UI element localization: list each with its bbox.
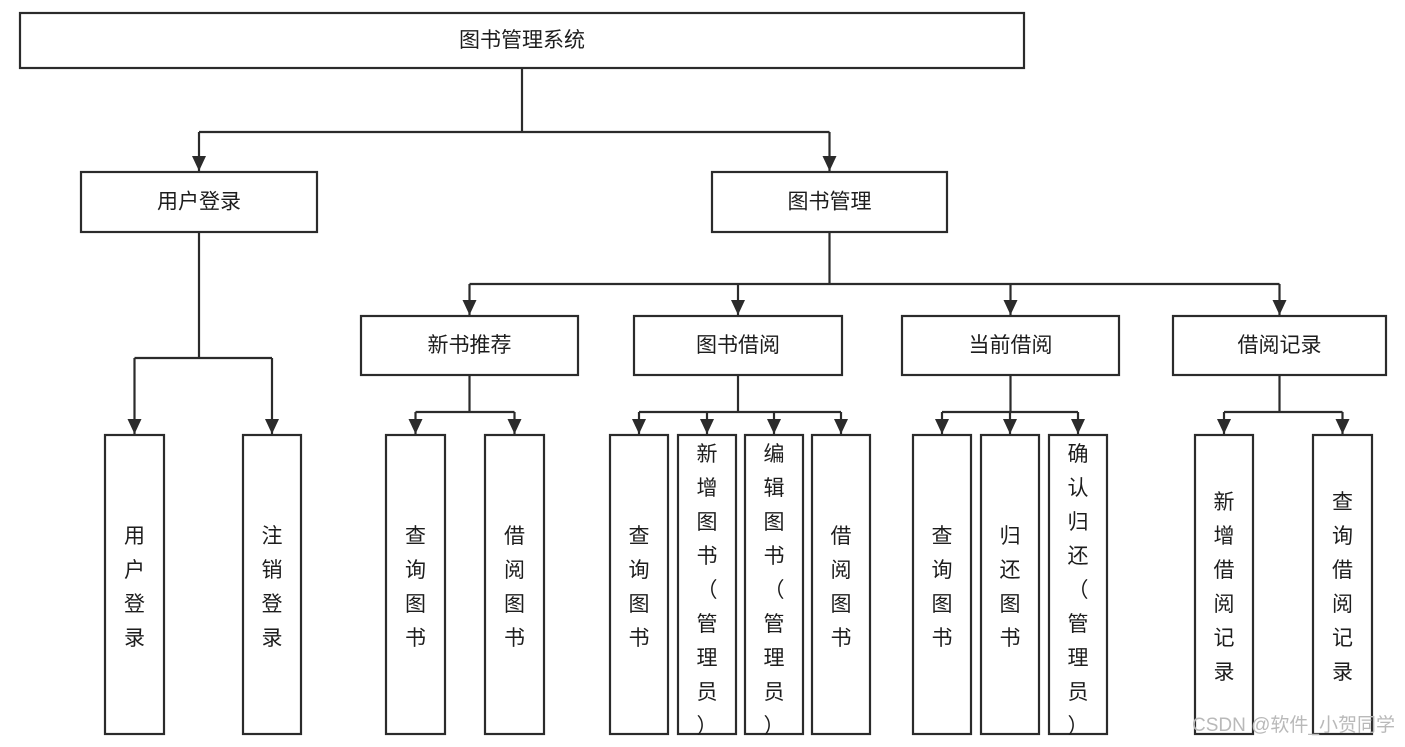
node-boxes-layer: 图书管理系统用户登录图书管理新书推荐图书借阅当前借阅借阅记录用户登录注销登录查询…	[18, 11, 1388, 738]
edge-group-book-borrow	[632, 375, 848, 434]
node-label-leaf-query-record: 查询借阅记录	[1332, 491, 1353, 684]
arrow-head-icon	[1003, 419, 1017, 434]
node-label-leaf-query-book-2: 查询图书	[629, 525, 650, 650]
node-leaf-return-book[interactable]: 归还图书	[979, 433, 1041, 736]
node-leaf-edit-book[interactable]: 编辑图书（管理员）	[743, 433, 805, 738]
arrow-head-icon	[700, 419, 714, 434]
node-label-leaf-borrow-book-1: 借阅图书	[504, 525, 525, 650]
node-label-leaf-return-book: 归还图书	[1000, 525, 1021, 650]
node-leaf-borrow-book-2[interactable]: 借阅图书	[810, 433, 872, 736]
node-box-leaf-logout[interactable]	[241, 433, 303, 736]
node-label-leaf-borrow-book-2: 借阅图书	[831, 525, 852, 650]
node-box-leaf-query-record[interactable]	[1311, 433, 1374, 736]
node-leaf-borrow-book-1[interactable]: 借阅图书	[483, 433, 546, 736]
node-box-leaf-borrow-book-1[interactable]	[483, 433, 546, 736]
arrow-head-icon	[767, 419, 781, 434]
node-box-new-book-recommend[interactable]	[359, 314, 580, 377]
node-box-leaf-add-book[interactable]	[676, 433, 738, 736]
arrow-head-icon	[632, 419, 646, 434]
edge-group-new-book-recommend	[408, 375, 522, 434]
node-label-borrow-records: 借阅记录	[1238, 334, 1322, 357]
node-leaf-confirm-return[interactable]: 确认归还（管理员）	[1047, 433, 1109, 738]
node-label-leaf-add-record: 新增借阅记录	[1214, 491, 1235, 684]
node-box-leaf-borrow-book-2[interactable]	[810, 433, 872, 736]
node-label-book-borrow: 图书借阅	[696, 334, 780, 357]
node-label-leaf-user-login: 用户登录	[124, 525, 145, 650]
node-leaf-logout[interactable]: 注销登录	[241, 433, 303, 736]
arrow-head-icon	[834, 419, 848, 434]
node-label-leaf-logout: 注销登录	[262, 525, 283, 650]
node-label-book-management: 图书管理	[788, 191, 872, 214]
arrow-head-icon	[265, 419, 279, 434]
arrow-head-icon	[935, 419, 949, 434]
arrow-head-icon	[822, 156, 837, 171]
node-box-leaf-query-book-1[interactable]	[384, 433, 447, 736]
arrow-head-icon	[1003, 300, 1018, 315]
node-new-book-recommend[interactable]: 新书推荐	[359, 314, 580, 377]
node-box-root[interactable]	[18, 11, 1026, 70]
edge-group-current-borrow	[935, 375, 1085, 434]
node-box-borrow-records[interactable]	[1171, 314, 1388, 377]
node-box-leaf-query-book-3[interactable]	[911, 433, 973, 736]
arrow-head-icon	[507, 419, 522, 434]
node-book-management[interactable]: 图书管理	[710, 170, 949, 234]
node-label-current-borrow: 当前借阅	[969, 334, 1053, 357]
node-current-borrow[interactable]: 当前借阅	[900, 314, 1121, 377]
node-box-book-management[interactable]	[710, 170, 949, 234]
connector-lines-layer	[127, 68, 1350, 434]
node-leaf-add-record[interactable]: 新增借阅记录	[1193, 433, 1255, 736]
node-label-leaf-query-book-3: 查询图书	[932, 525, 953, 650]
node-box-current-borrow[interactable]	[900, 314, 1121, 377]
node-label-root: 图书管理系统	[459, 29, 585, 52]
arrow-head-icon	[731, 300, 745, 315]
csdn-watermark: CSDN @软件_小贺同学	[1192, 714, 1395, 736]
node-leaf-query-book-1[interactable]: 查询图书	[384, 433, 447, 736]
node-box-leaf-return-book[interactable]	[979, 433, 1041, 736]
arrow-head-icon	[1217, 419, 1231, 434]
arrow-head-icon	[1335, 419, 1350, 434]
arrow-head-icon	[462, 300, 477, 315]
edge-group-book-management	[462, 232, 1287, 315]
node-box-leaf-add-record[interactable]	[1193, 433, 1255, 736]
arrow-head-icon	[1272, 300, 1287, 315]
node-box-leaf-edit-book[interactable]	[743, 433, 805, 736]
edge-group-borrow-records	[1217, 375, 1350, 434]
node-box-leaf-query-book-2[interactable]	[608, 433, 670, 736]
node-label-user-login: 用户登录	[157, 191, 241, 214]
node-box-leaf-user-login[interactable]	[103, 433, 166, 736]
node-box-book-borrow[interactable]	[632, 314, 844, 377]
node-user-login[interactable]: 用户登录	[79, 170, 319, 234]
arrow-head-icon	[127, 419, 142, 434]
node-leaf-add-book[interactable]: 新增图书（管理员）	[676, 433, 738, 738]
node-book-borrow[interactable]: 图书借阅	[632, 314, 844, 377]
node-label-leaf-query-book-1: 查询图书	[405, 525, 426, 650]
arrow-head-icon	[192, 156, 206, 171]
node-borrow-records[interactable]: 借阅记录	[1171, 314, 1388, 377]
node-box-leaf-confirm-return[interactable]	[1047, 433, 1109, 736]
arrow-head-icon	[408, 419, 423, 434]
node-leaf-query-record[interactable]: 查询借阅记录	[1311, 433, 1374, 736]
node-root[interactable]: 图书管理系统	[18, 11, 1026, 70]
node-box-user-login[interactable]	[79, 170, 319, 234]
node-leaf-query-book-2[interactable]: 查询图书	[608, 433, 670, 736]
node-label-leaf-add-book: 新增图书（管理员）	[697, 443, 718, 738]
node-label-leaf-edit-book: 编辑图书（管理员）	[764, 443, 785, 738]
edge-group-root	[192, 68, 837, 171]
node-leaf-query-book-3[interactable]: 查询图书	[911, 433, 973, 736]
node-leaf-user-login[interactable]: 用户登录	[103, 433, 166, 736]
node-label-new-book-recommend: 新书推荐	[428, 334, 512, 357]
edge-group-user-login	[127, 232, 279, 434]
node-label-leaf-confirm-return: 确认归还（管理员）	[1068, 443, 1089, 738]
arrow-head-icon	[1071, 419, 1085, 434]
